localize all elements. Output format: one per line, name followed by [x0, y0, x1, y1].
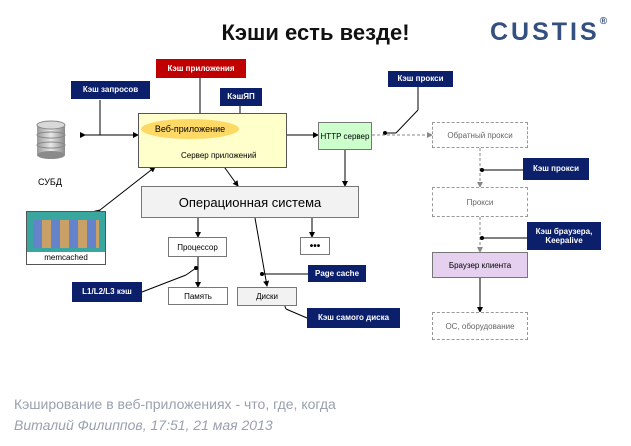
edge-cpu-cache: [141, 274, 187, 293]
page-title: Кэши есть везде!: [221, 20, 410, 45]
reverse-proxy-node: Обратный прокси: [432, 122, 528, 148]
edge-cpu-cache-b: [185, 267, 197, 276]
app-cache-label: Кэш приложения: [156, 59, 246, 78]
proxy-node: Прокси: [432, 187, 528, 217]
edge-memcached-webapp: [94, 166, 156, 216]
dot-page-cache: [260, 272, 264, 276]
dot-cpu-cache: [194, 266, 198, 270]
query-cache-label: Кэш запросов: [71, 81, 150, 99]
page-cache-label: Page cache: [308, 265, 366, 282]
logo-text: CUSTIS: [490, 18, 600, 46]
memory-node: Память: [168, 287, 228, 305]
edge-webapp-os: [219, 162, 239, 187]
more-node: •••: [300, 237, 330, 255]
database-icon: [36, 120, 66, 159]
edge-os-disk: [251, 212, 270, 287]
disk-cache-label: Кэш самого диска: [307, 308, 400, 328]
os-hardware-node: ОС, оборудование: [432, 312, 528, 340]
webapp-container: Веб-приложение Сервер приложений: [138, 113, 287, 168]
memcached-pattern: [33, 220, 99, 248]
edge-disk-cache: [285, 308, 308, 319]
browser-cache-label: Кэш браузера, Keepalive: [527, 222, 601, 250]
os-node: Операционная система: [141, 186, 359, 218]
footer-author: Виталий Филиппов, 17:51, 21 мая 2013: [14, 417, 273, 433]
disk-node: Диски: [237, 287, 297, 306]
dot-browser-cache: [480, 236, 484, 240]
http-server-node: HTTP сервер: [318, 122, 372, 150]
dbms-label: СУБД: [38, 177, 62, 187]
custis-logo: CUSTIS®: [490, 16, 608, 47]
proxy-cache-label-1: Кэш прокси: [388, 71, 453, 87]
dot-proxy-cache-2: [480, 168, 484, 172]
proxy-cache-label-2: Кэш прокси: [523, 158, 589, 180]
memcached-label: memcached: [27, 252, 105, 264]
appserver-node: Сервер приложений: [181, 151, 257, 160]
cpu-cache-label: L1/L2/L3 кэш: [72, 282, 142, 302]
browser-node: Браузер клиента: [432, 252, 528, 278]
memcached-image: memcached: [26, 211, 106, 265]
browser-cache-line-2: Keepalive: [545, 236, 583, 245]
webapp-node: Веб-приложение: [141, 119, 239, 139]
yap-cache-label: КэшЯП: [220, 88, 262, 106]
registered-mark: ®: [599, 16, 608, 27]
footer-subtitle: Кэширование в веб-приложениях - что, где…: [14, 396, 336, 412]
edge-proxy-cache-1b: [395, 109, 419, 134]
browser-cache-line-1: Кэш браузера,: [535, 226, 593, 236]
cpu-node: Процессор: [168, 237, 227, 257]
